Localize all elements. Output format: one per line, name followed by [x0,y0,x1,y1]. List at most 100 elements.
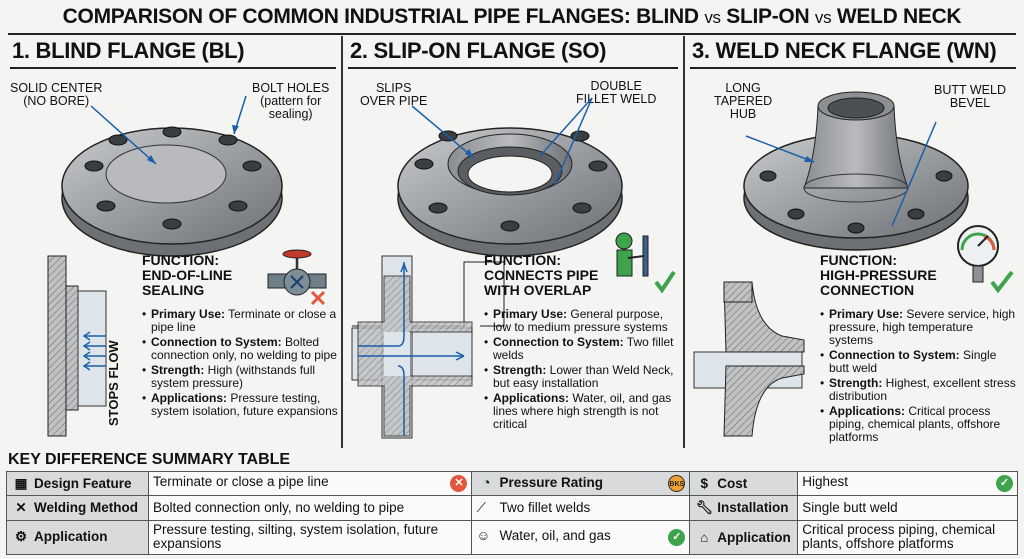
bullet-primary-use: Primary Use: General purpose, low to med… [484,308,680,334]
gear-icon: ⚙ [14,529,28,545]
cell-text: Critical process piping, chemical plants… [802,522,996,552]
row-header-label: Application [34,529,108,545]
row-header-installation: 🔧︎Installation [689,495,799,521]
bks-badge-icon: BKS [668,475,686,493]
panel-title: 2. SLIP-ON FLANGE (SO) [350,38,607,63]
bullet-connection: Connection to System: Two fillet welds [484,336,680,362]
table-cell: Critical process piping, chemical plants… [797,519,1018,556]
bullet-list: Primary Use: General purpose, low to med… [484,308,680,433]
bullet-strength: Strength: Highest, excellent stress dist… [820,377,1018,403]
row-header-pressure-rating: ◔ Pressure Rating BKS [471,470,691,497]
panel-title-rule [690,67,1016,69]
bullet-text: Two fillet welds [493,335,674,362]
table-cell: ☺ Water, oil, and gas ✓ [471,519,691,556]
bullet-applications: Applications: Water, oil, and gas lines … [484,392,680,431]
table-cell: Single butt weld [797,495,1018,521]
bullet-label: Applications: [493,391,570,405]
panel-title-rule [10,67,336,69]
blind-flange-illustration [47,95,327,437]
gauge-icon: ◔ [482,475,491,491]
cell-text: Single butt weld [802,499,898,515]
check-badge-icon: ✓ [668,528,686,546]
callout-double-fillet-weld: DOUBLE FILLET WELD [576,79,657,106]
grid-icon: ▦ [14,475,28,491]
row-header-label: Installation [717,499,789,515]
bullet-connection: Connection to System: Bolted connection … [142,336,338,362]
bullet-label: Strength: [151,363,205,377]
callout-solid-center: SOLID CENTER (NO BORE) [10,81,103,108]
bullet-strength: Strength: High (withstands full system p… [142,364,338,390]
bullet-text: Severe service, high pressure, high temp… [829,307,1016,347]
wrench-icon: 🔧︎ [695,499,713,515]
function-title: FUNCTION: HIGH-PRESSURE CONNECTION [820,252,937,298]
bullet-text: Water, oil, and gas lines where high str… [493,391,672,431]
table-cell: Terminate or close a pipe line ✕ [147,470,473,497]
bullet-label: Connection to System: [151,335,282,349]
panel-slip-on-flange: 2. SLIP-ON FLANGE (SO) SLIPS OVER PIPE D… [344,36,682,448]
panel-title: 3. WELD NECK FLANGE (WN) [692,38,997,63]
weld-torch-icon: ⟋ [476,499,486,515]
bullet-primary-use: Primary Use: Severe service, high pressu… [820,308,1018,347]
bullet-text: Terminate or close a pipe line [151,307,337,334]
slip-on-flange-illustration [351,97,676,439]
table-cell: ⟋ Two fillet welds [471,495,691,521]
table-row: ▦ Design Feature Terminate or close a pip… [6,470,1018,497]
table-cell: Bolted connection only, no welding to pi… [147,495,473,521]
cell-text: Water, oil, and gas [499,527,611,543]
row-header-application-2: ⌂ Application [689,519,799,556]
bullet-strength: Strength: Lower than Weld Neck, but easy… [484,364,680,390]
title-part-weldneck: WELD NECK [836,5,962,28]
factory-icon: ⌂ [700,529,709,545]
title-vs-2: vs [814,8,832,27]
bullet-label: Strength: [493,363,547,377]
bullet-list: Primary Use: Terminate or close a pipe l… [142,308,338,420]
row-header-label: Cost [717,476,748,492]
title-divider [8,33,1016,35]
function-title: FUNCTION: CONNECTS PIPE WITH OVERLAP [484,252,599,298]
row-header-label: Design Feature [34,475,132,491]
bullet-applications: Applications: Pressure testing, system i… [142,392,338,418]
cell-text: Two fillet welds [499,499,591,515]
bullet-label: Primary Use: [493,307,568,321]
bullet-primary-use: Primary Use: Terminate or close a pipe l… [142,308,338,334]
cell-text: Terminate or close a pipe line [152,474,329,490]
panel-blind-flange: 1. BLIND FLANGE (BL) SOLID CENTER (NO BO… [6,36,340,448]
row-header-welding-method: ✕Welding Method [6,495,149,521]
bullet-label: Connection to System: [829,348,960,362]
panel-weld-neck-flange: 3. WELD NECK FLANGE (WN) LONG TAPERED HU… [686,36,1020,448]
panel-title: 1. BLIND FLANGE (BL) [12,38,245,63]
title-part-slipon: SLIP-ON [726,5,810,28]
cross-badge-icon: ✕ [450,475,468,493]
panel-title-rule [348,67,678,69]
callout-bolt-holes: BOLT HOLES (pattern for sealing) [252,81,330,121]
bullet-text: Critical process piping, chemical plants… [829,404,1001,444]
row-header-design-feature: ▦ Design Feature [6,470,149,497]
worker-icon: ☺ [476,527,491,543]
check-badge-icon: ✓ [996,475,1013,493]
cell-text: Highest [802,474,849,490]
callout-slips-over-pipe: SLIPS OVER PIPE [360,81,428,108]
callout-butt-weld-bevel: BUTT WELD BEVEL [934,83,1006,110]
wrench-cross-icon: ✕ [15,499,27,515]
title-part-blind: COMPARISON OF COMMON INDUSTRIAL PIPE FLA… [62,5,699,28]
callout-tapered-hub: LONG TAPERED HUB [714,81,773,121]
function-title: FUNCTION: END-OF-LINE SEALING [142,252,233,298]
weld-neck-flange-illustration [693,91,1014,437]
row-header-label: Pressure Rating [499,475,604,491]
dollar-icon: $ [700,476,709,492]
table-row: ⚙Application Pressure testing, silting, … [6,519,1018,556]
panel-divider-1 [341,36,343,448]
bullet-text: Lower than Weld Neck, but easy installat… [493,363,674,390]
cell-text: Bolted connection only, no welding to pi… [152,499,405,515]
page-title: COMPARISON OF COMMON INDUSTRIAL PIPE FLA… [0,0,1024,34]
bullet-list: Primary Use: Severe service, high pressu… [820,308,1018,446]
bullet-label: Applications: [151,391,228,405]
panel-divider-2 [683,36,685,448]
bullet-text: Single butt weld [829,348,997,375]
row-header-label: Application [717,529,791,545]
row-header-application: ⚙ Application [6,519,149,556]
bullet-text: Highest, excellent stress distribution [829,376,1016,403]
bullet-label: Primary Use: [151,307,226,321]
bullet-label: Strength: [829,376,883,390]
bullet-text: Bolted connection only, no welding to pi… [151,335,337,362]
